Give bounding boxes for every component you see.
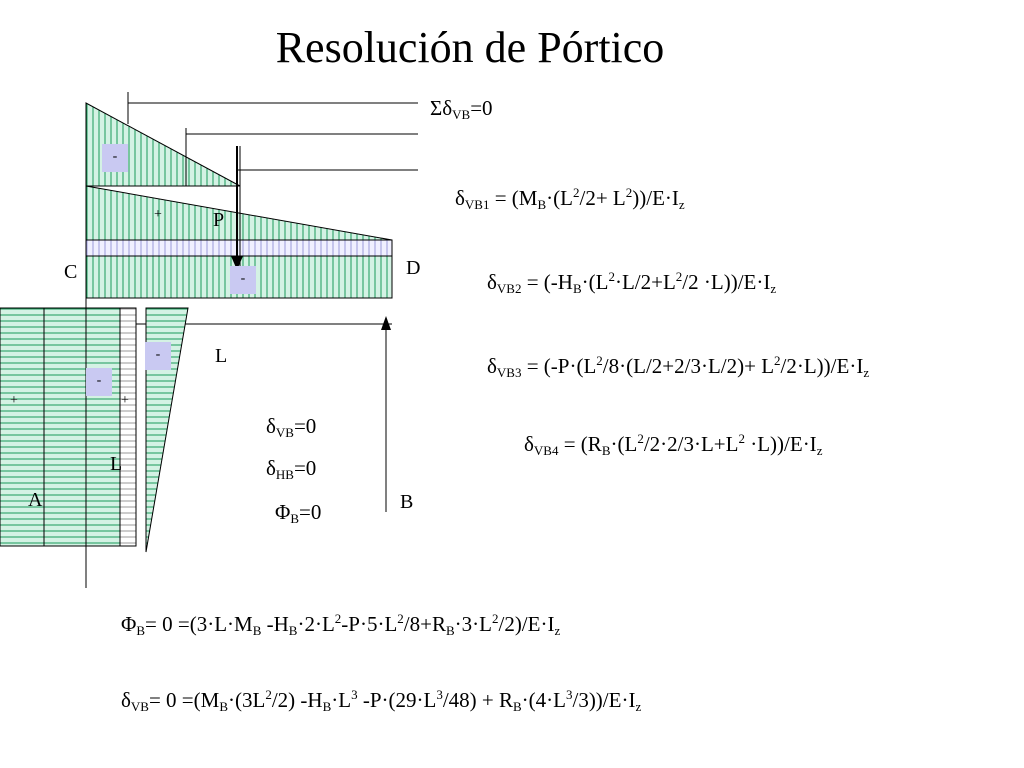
- label-a: A: [28, 489, 43, 511]
- cond-vb: δVB=0: [266, 414, 317, 440]
- eq-vb1: δVB1 = (MB·(L2/2+ L2))/E·Iz: [455, 185, 685, 212]
- page-title: Resolución de Pórtico: [275, 23, 665, 72]
- column-moment-rect-2: [43, 307, 87, 547]
- label-l-beam: L: [215, 345, 228, 367]
- beam-moment-triangle-2: [85, 185, 393, 241]
- beam-band-purple: [85, 239, 393, 257]
- sign-plus-beam: +: [154, 207, 162, 222]
- eq-sum-vb: ΣδVB=0: [430, 96, 493, 122]
- eq-vb2: δVB2 = (-HB·(L2·L/2+L2/2 ·L))/E·Iz: [487, 269, 777, 296]
- label-c: C: [64, 261, 78, 283]
- label-b: B: [400, 491, 414, 513]
- eq-vb4: δVB4 = (RB·(L2/2·2/3·L+L2 ·L))/E·Iz: [524, 431, 823, 458]
- column-band-grey: [119, 307, 137, 547]
- cond-phi: ΦB=0: [275, 500, 322, 526]
- sign-minus-column-1: -: [145, 342, 171, 370]
- label-l-column: L: [110, 453, 123, 475]
- sign-plus-column-1: +: [10, 393, 18, 408]
- column-moment-rect-1: [0, 307, 45, 547]
- eq-vb3: δVB3 = (-P·(L2/8·(L/2+2/3·L/2)+ L2/2·L))…: [487, 353, 870, 380]
- column-moment-rect-3: [85, 307, 121, 547]
- sign-minus-beam-1: -: [102, 144, 128, 172]
- label-p: P: [213, 209, 225, 231]
- sign-plus-column-2: +: [121, 393, 129, 408]
- eq-phi-full: ΦB= 0 =(3·L·MB -HB·2·L2-P·5·L2/8+RB·3·L2…: [121, 611, 561, 638]
- sign-minus-beam-2: -: [230, 266, 256, 294]
- sign-minus-column-2: -: [86, 368, 112, 396]
- eq-vb-full: δVB= 0 =(MB·(3L2/2) -HB·L3 -P·(29·L3/48)…: [121, 687, 642, 714]
- cond-hb: δHB=0: [266, 456, 317, 482]
- label-d: D: [406, 257, 421, 279]
